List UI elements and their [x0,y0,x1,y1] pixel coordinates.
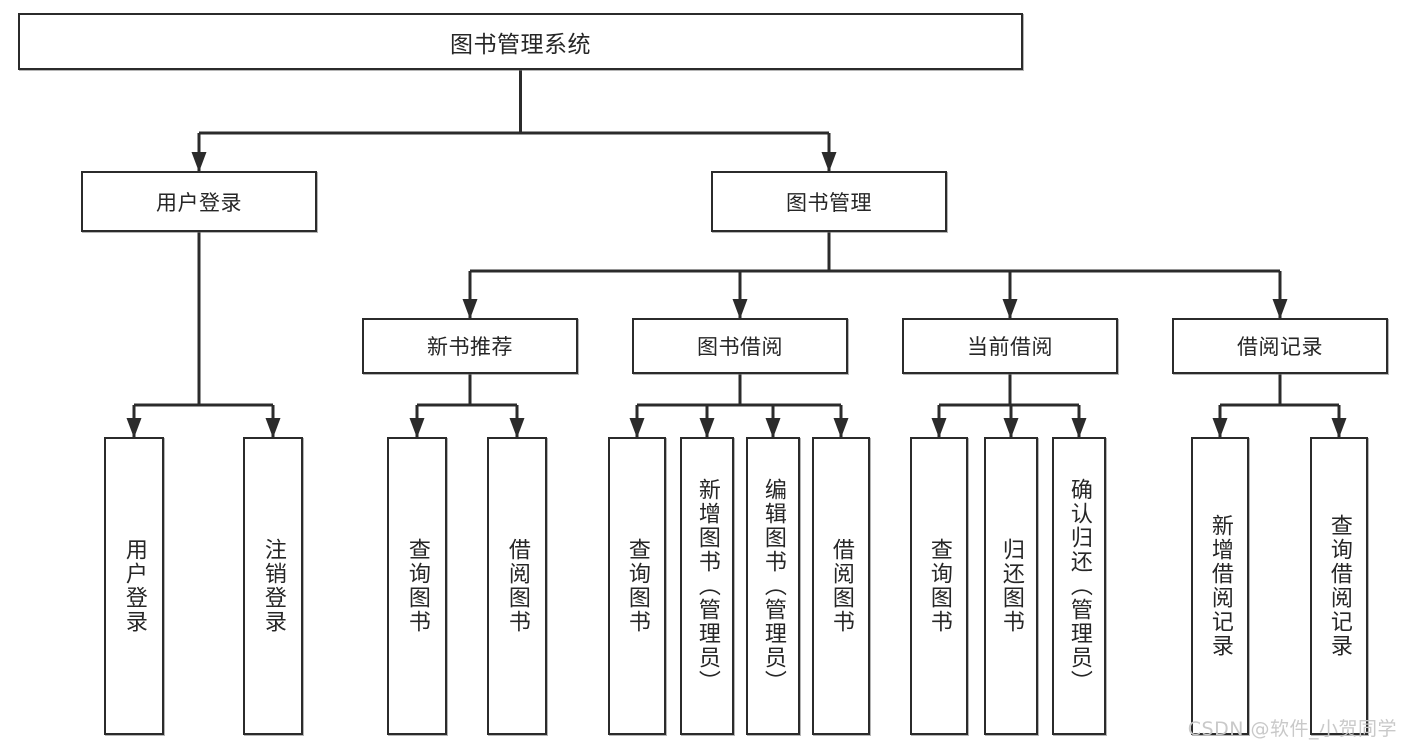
node-l-login[interactable]: 用户登录 [104,437,164,735]
node-label-newbook: 新书推荐 [427,335,513,359]
arrowhead-l-ret-cur [1003,418,1019,438]
node-label-l-q-bor: 查询图书 [624,538,650,634]
node-l-logout[interactable]: 注销登录 [243,437,303,735]
node-newbook[interactable]: 新书推荐 [362,318,578,374]
arrowhead-borrow [732,299,748,319]
arrowhead-login [191,152,207,172]
arrowhead-l-q-cur [931,418,947,438]
arrowhead-l-b-new [509,418,525,438]
arrowhead-l-brw-bor [833,418,849,438]
node-l-add-bor[interactable]: 新增图书（管理员） [680,437,734,735]
arrowhead-current [1002,299,1018,319]
arrowhead-l-cfm-cur [1071,418,1087,438]
node-l-q-rec[interactable]: 查询借阅记录 [1310,437,1368,735]
node-label-l-login: 用户登录 [121,538,147,634]
node-login[interactable]: 用户登录 [81,171,317,232]
node-label-l-brw-bor: 借阅图书 [828,538,854,634]
arrowhead-l-q-rec [1331,418,1347,438]
arrowhead-records [1272,299,1288,319]
arrowhead-l-q-bor [629,418,645,438]
node-label-login: 用户登录 [156,190,242,215]
node-label-root: 图书管理系统 [450,31,591,58]
node-label-l-add-bor: 新增图书（管理员） [694,478,720,694]
node-label-bookmgmt: 图书管理 [786,190,872,215]
node-records[interactable]: 借阅记录 [1172,318,1388,374]
node-l-q-cur[interactable]: 查询图书 [910,437,968,735]
node-label-l-q-cur: 查询图书 [926,538,952,634]
arrowhead-l-login [126,418,142,438]
node-label-current: 当前借阅 [967,335,1053,359]
node-current[interactable]: 当前借阅 [902,318,1118,374]
node-l-ret-cur[interactable]: 归还图书 [984,437,1038,735]
arrowhead-l-logout [265,418,281,438]
node-label-records: 借阅记录 [1237,335,1323,359]
node-root[interactable]: 图书管理系统 [18,13,1023,70]
arrowhead-bookmgmt [821,152,837,172]
arrowhead-l-q-new [409,418,425,438]
node-label-l-q-new: 查询图书 [404,538,430,634]
node-label-borrow: 图书借阅 [697,335,783,359]
watermark-text: CSDN @软件_小贺同学 [1187,718,1397,740]
node-l-cfm-cur[interactable]: 确认归还（管理员） [1052,437,1106,735]
node-label-l-b-new: 借阅图书 [504,538,530,634]
node-label-l-add-rec: 新增借阅记录 [1207,514,1233,658]
node-label-l-edit-bor: 编辑图书（管理员） [760,478,786,694]
node-l-add-rec[interactable]: 新增借阅记录 [1191,437,1249,735]
node-l-b-new[interactable]: 借阅图书 [487,437,547,735]
arrowhead-l-add-bor [699,418,715,438]
node-label-l-q-rec: 查询借阅记录 [1326,514,1352,658]
node-bookmgmt[interactable]: 图书管理 [711,171,947,232]
node-label-l-ret-cur: 归还图书 [998,538,1024,634]
node-l-q-new[interactable]: 查询图书 [387,437,447,735]
node-borrow[interactable]: 图书借阅 [632,318,848,374]
arrowhead-l-edit-bor [765,418,781,438]
node-l-brw-bor[interactable]: 借阅图书 [812,437,870,735]
node-label-l-logout: 注销登录 [260,538,286,634]
node-l-edit-bor[interactable]: 编辑图书（管理员） [746,437,800,735]
node-l-q-bor[interactable]: 查询图书 [608,437,666,735]
arrowhead-newbook [462,299,478,319]
node-label-l-cfm-cur: 确认归还（管理员） [1066,478,1092,694]
arrowhead-l-add-rec [1212,418,1228,438]
